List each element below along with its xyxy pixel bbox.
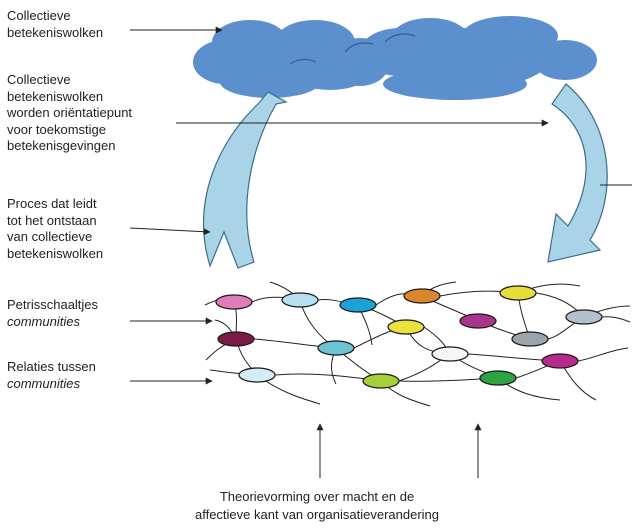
label-emergence-process: Proces dat leidt tot het ontstaan van co… [7, 196, 103, 262]
label-relations: Relaties tussen communities [7, 359, 96, 392]
relations-label-line2: communities [7, 376, 80, 391]
petri-dish-light-blue [282, 293, 318, 307]
petri-dish-lime [363, 374, 399, 388]
petri-dish-orange [404, 289, 440, 303]
label-petri-dishes: Petrisschaaltjes communities [7, 297, 98, 330]
petri-dish-pale-blue [239, 368, 275, 382]
collective-meaning-clouds [193, 16, 597, 100]
petri-dish-yellow-mid [388, 320, 424, 334]
label-orientation-point: Collectieve betekeniswolken worden oriën… [7, 72, 132, 155]
petri-dish-yellow-top [500, 286, 536, 300]
petri-dish-grey-right [566, 310, 602, 324]
arrow-left-up [204, 92, 286, 268]
petri-dish-teal [318, 341, 354, 355]
arrow-right-down [548, 84, 607, 262]
petri-dish-white [432, 347, 468, 361]
relation-line [602, 317, 630, 322]
petri-label-line1: Petrisschaaltjes [7, 297, 98, 312]
relation-line [578, 348, 628, 361]
petri-dish-cyan [340, 298, 376, 312]
petri-dishes [216, 286, 602, 388]
pointer-process [130, 228, 210, 232]
label-collective-clouds: Collectieve betekeniswolken [7, 8, 103, 41]
petri-dish-maroon [218, 332, 254, 346]
theory-arrows [320, 424, 478, 478]
petri-dish-purple [460, 314, 496, 328]
cloud-right [330, 16, 597, 100]
petri-dish-magenta [542, 354, 578, 368]
petri-label-line2: communities [7, 314, 80, 329]
petri-dish-green [480, 371, 516, 385]
footer-caption-line1: Theorievorming over macht en de [0, 488, 634, 505]
petri-dish-grey-mid [512, 332, 548, 346]
petri-dish-pink [216, 295, 252, 309]
relations-label-line1: Relaties tussen [7, 359, 96, 374]
footer-caption-line2: affectieve kant van organisatieveranderi… [0, 506, 634, 523]
